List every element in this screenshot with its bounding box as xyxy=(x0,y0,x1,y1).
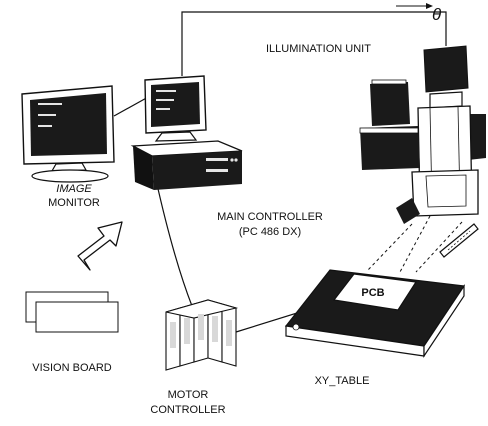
vision-board-card-front xyxy=(35,301,119,333)
pc-case-side xyxy=(152,151,242,190)
vision-board xyxy=(25,291,119,333)
image-monitor-label-line1: IMAGE xyxy=(56,183,92,195)
xy-table-label: XY_TABLE xyxy=(315,375,370,387)
motor-module-vent xyxy=(226,320,232,346)
camera-top-block xyxy=(423,45,469,93)
theta-rotation-mark: θ xyxy=(396,3,442,24)
cable-monitor-to-main xyxy=(113,95,151,117)
monitor-screen-line xyxy=(38,103,62,105)
motor-module-vent xyxy=(184,318,190,344)
pc-case-front xyxy=(133,146,154,190)
pc-screen-line xyxy=(156,108,170,110)
monitor-base xyxy=(31,169,109,183)
camera-side-left xyxy=(370,82,410,126)
camera-mount xyxy=(429,91,463,109)
pc-drive-bay xyxy=(206,158,228,161)
xy-table-knob xyxy=(292,323,300,331)
pc-power-led xyxy=(230,158,234,162)
motor-controller xyxy=(165,299,239,371)
vision-board-label: VISION BOARD xyxy=(32,362,112,374)
main-controller-label-line2: (PC 486 DX) xyxy=(239,226,301,238)
light-rays xyxy=(367,215,463,273)
illumination-unit-label: ILLUMINATION UNIT xyxy=(266,43,371,55)
camera-side-left-top xyxy=(371,79,407,85)
pcb-board xyxy=(332,273,418,311)
main-controller-label-line1: MAIN CONTROLLER xyxy=(217,211,323,223)
pc-monitor-screen xyxy=(151,82,200,127)
theta-label: θ xyxy=(432,5,442,24)
cable-main-to-illumination xyxy=(181,11,447,76)
lamp-body xyxy=(439,223,479,258)
pc-screen-line xyxy=(156,90,176,92)
illumination-ring-inner xyxy=(425,174,467,208)
motor-module-vent xyxy=(170,322,176,348)
xy-table xyxy=(284,269,466,358)
motor-controller-label-line1: MOTOR xyxy=(168,389,209,401)
inspection-lamp xyxy=(439,223,479,258)
motor-module-vent xyxy=(198,314,204,340)
illumination-left-arm xyxy=(360,126,420,170)
light-ray xyxy=(367,223,413,271)
pc-drive-bay xyxy=(206,169,228,172)
light-ray xyxy=(415,221,463,273)
light-ray xyxy=(399,215,431,273)
image-monitor-label-line2: MONITOR xyxy=(48,197,100,209)
motor-module-vent xyxy=(212,316,218,342)
xy-table-side xyxy=(423,284,465,358)
motor-controller-label-line2: CONTROLLER xyxy=(150,404,225,416)
illumination-unit xyxy=(359,45,486,224)
main-controller-pc xyxy=(130,75,243,190)
pc-monitor-stand xyxy=(154,131,198,142)
illumination-left-arm-cap xyxy=(359,127,419,134)
pcb-label: PCB xyxy=(361,287,384,299)
lamp-glow xyxy=(447,230,471,251)
pc-power-led xyxy=(234,158,238,162)
image-monitor xyxy=(21,85,115,183)
monitor-screen-line xyxy=(38,114,56,116)
data-flow-arrow xyxy=(77,221,123,271)
monitor-screen xyxy=(30,93,107,156)
illumination-lens-tilt xyxy=(396,198,420,224)
monitor-screen-line xyxy=(38,125,52,127)
cable-main-to-motor-controller xyxy=(155,179,193,307)
motor-controller-top xyxy=(165,299,239,319)
pc-screen-line xyxy=(156,99,174,101)
